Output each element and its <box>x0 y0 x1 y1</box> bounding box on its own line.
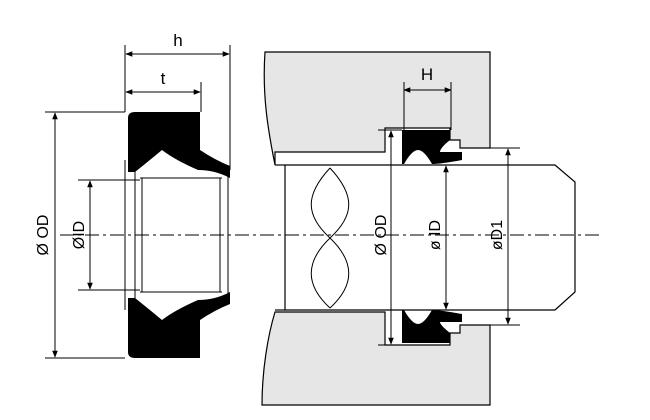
label-od-left: Ø OD <box>35 215 52 256</box>
rod-break-symbol <box>310 167 350 309</box>
dimension-od-right <box>378 129 402 346</box>
label-H: H <box>421 65 433 84</box>
dimension-H <box>403 82 452 130</box>
housing-lower <box>261 311 491 406</box>
housing-upper <box>263 51 491 166</box>
label-t: t <box>161 69 166 88</box>
label-d1: øD1 <box>489 220 506 250</box>
seal-standalone <box>124 112 230 358</box>
seal-in-groove-bottom <box>402 310 462 343</box>
label-od-right: Ø OD <box>373 215 390 256</box>
piston-rod <box>275 164 576 311</box>
label-id-left: ØID <box>71 221 88 249</box>
seal-lip-top <box>128 112 230 178</box>
seal-lip-bottom <box>128 292 230 358</box>
housing-cross-section <box>261 51 491 406</box>
dimension-h <box>124 45 231 170</box>
seal-inner-outline <box>124 160 229 310</box>
dimension-id-left <box>78 179 140 291</box>
dimension-d1 <box>462 147 520 326</box>
label-h: h <box>173 31 182 50</box>
dimension-od-left <box>45 111 125 359</box>
seal-in-groove-top <box>402 130 462 164</box>
dimension-t <box>125 82 202 112</box>
label-id-right: ø ID <box>427 220 444 250</box>
